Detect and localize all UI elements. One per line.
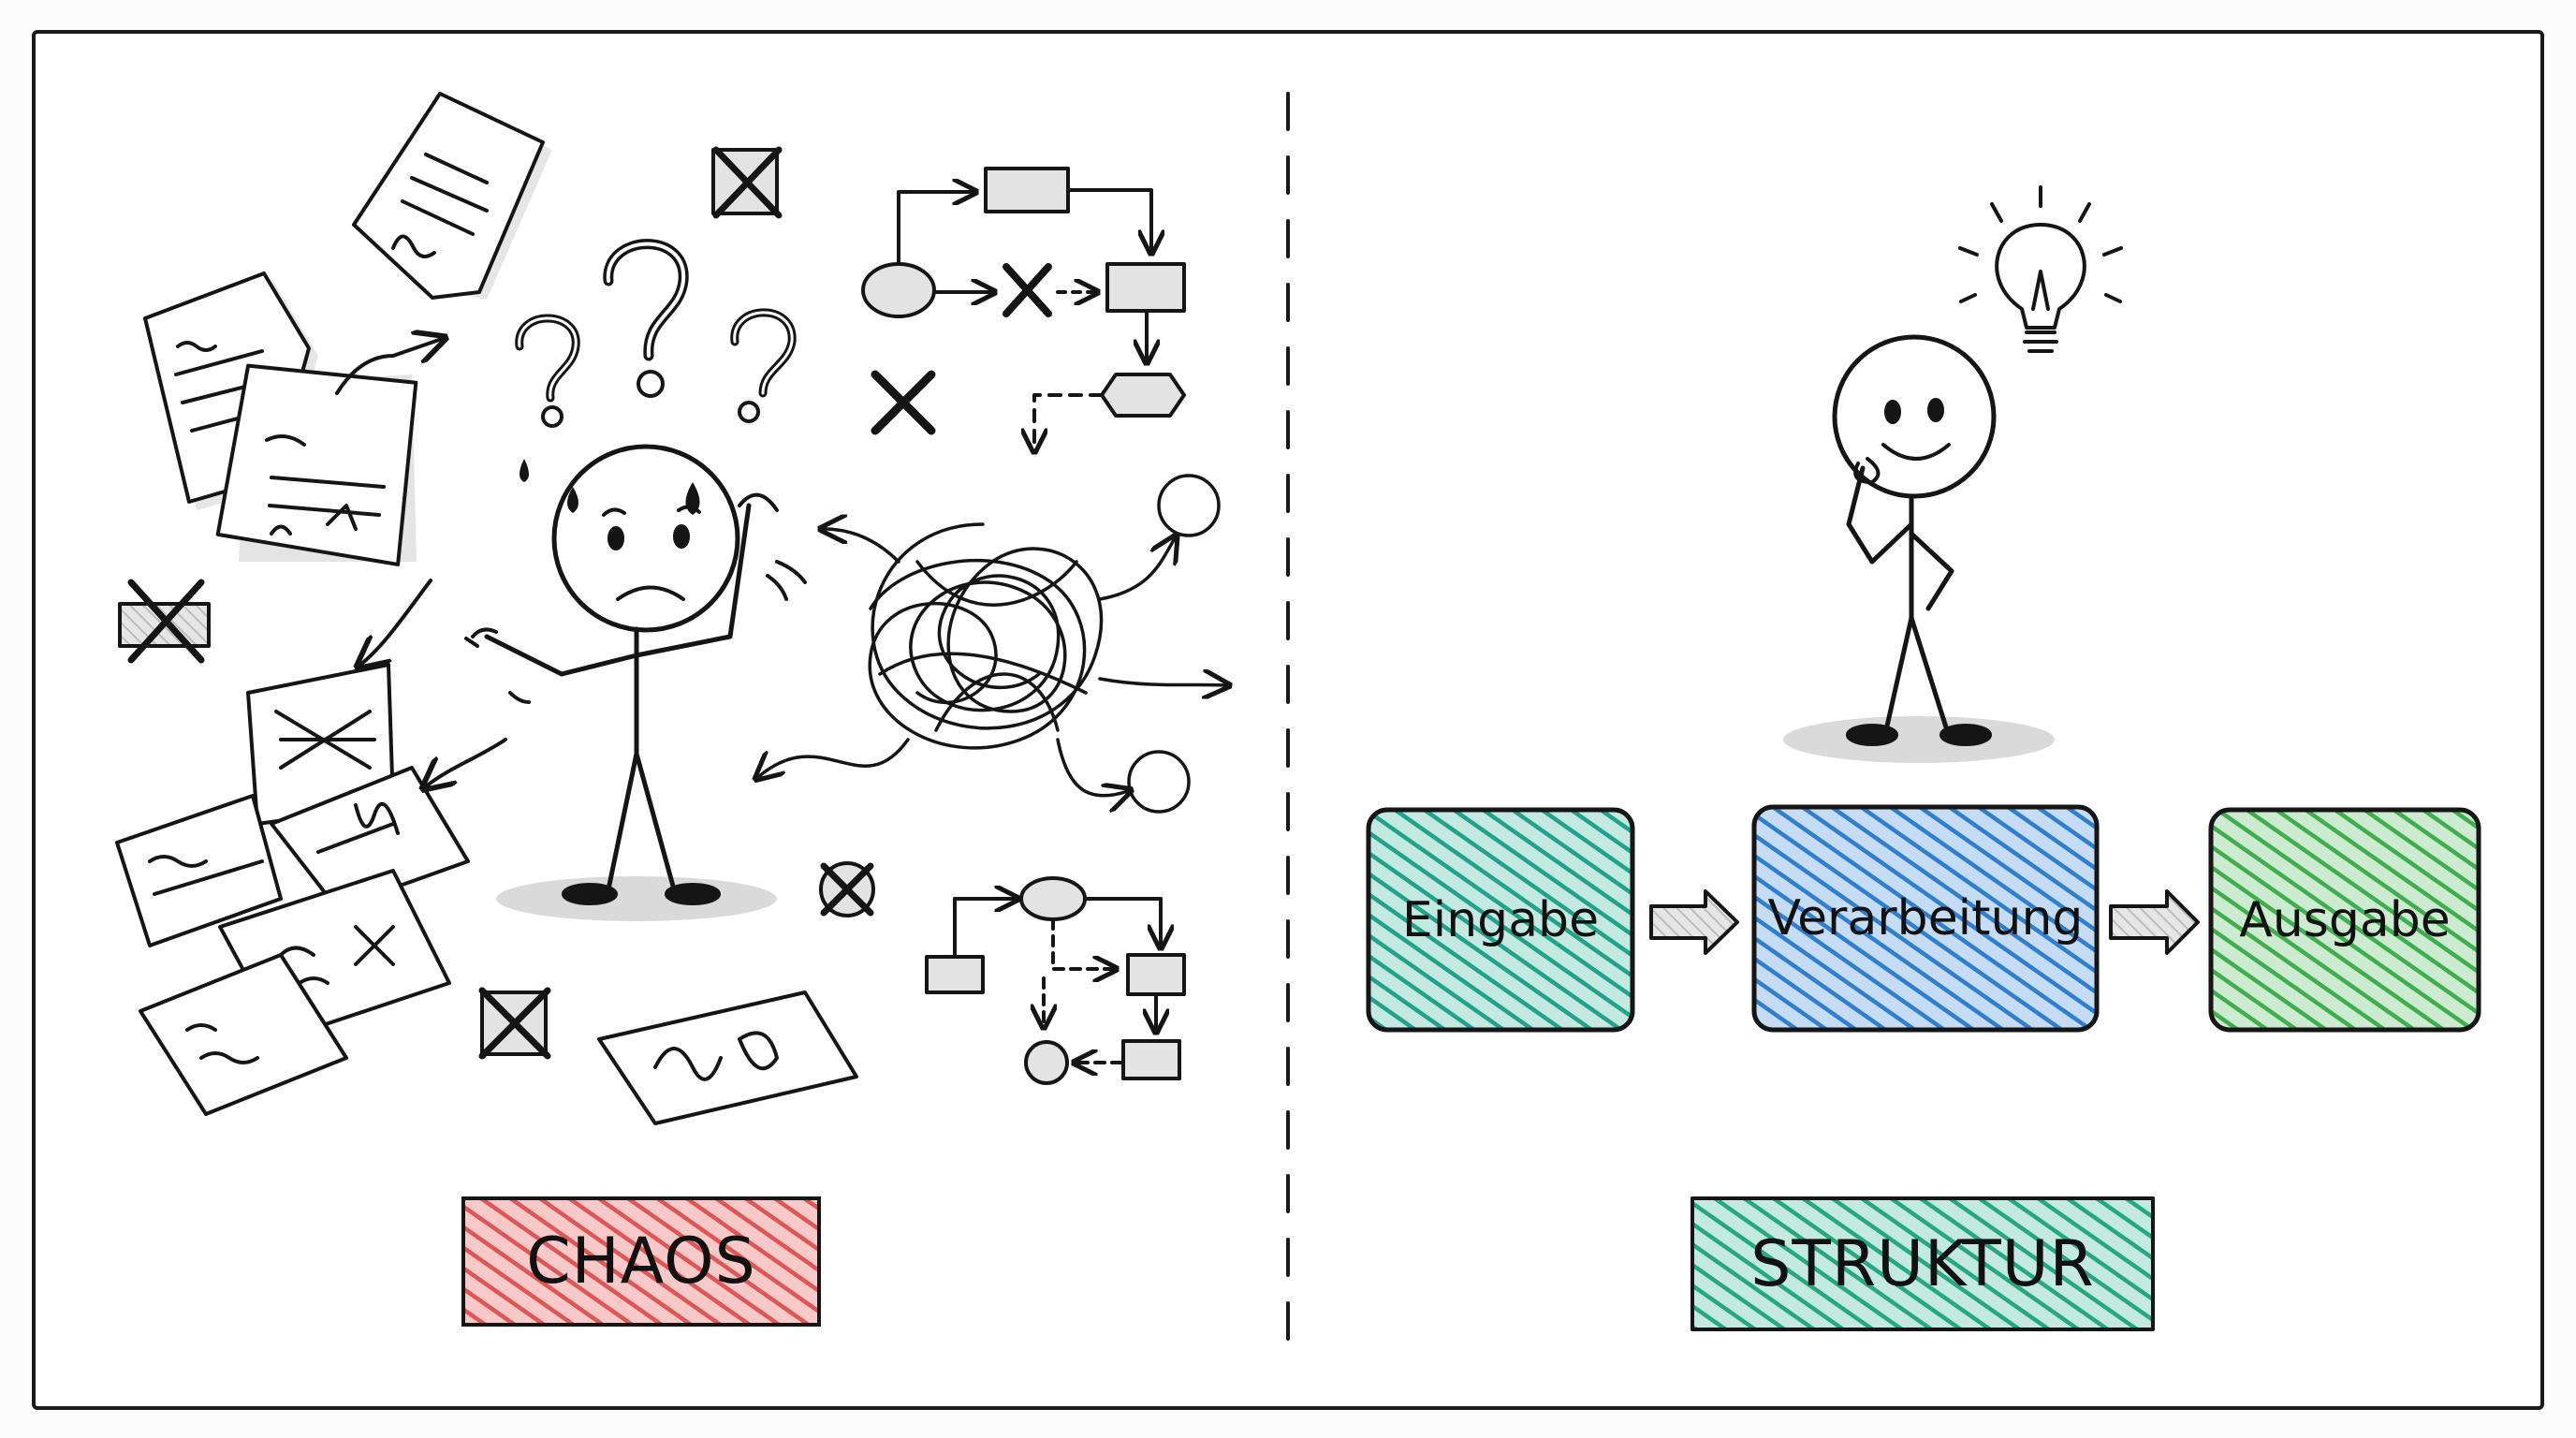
process-arrow-2 bbox=[2109, 889, 2200, 955]
document-icon-6 bbox=[270, 766, 470, 910]
tangled-knot-icon bbox=[758, 474, 1226, 814]
document-icon-3 bbox=[215, 339, 442, 566]
struktur-label: STRUKTUR bbox=[1750, 1226, 2095, 1301]
verarbeitung-label: Verarbeitung bbox=[1767, 890, 2084, 946]
question-mark-icon-2 bbox=[603, 239, 689, 398]
struktur-side bbox=[1366, 185, 2481, 1331]
document-icon-1 bbox=[352, 92, 552, 300]
question-mark-icon-3 bbox=[730, 308, 797, 423]
cross-mark-icon bbox=[871, 370, 936, 435]
ausgabe-label: Ausgabe bbox=[2239, 891, 2451, 948]
question-mark-icon-1 bbox=[515, 314, 580, 428]
process-arrow-1 bbox=[1649, 889, 1739, 955]
thinking-stick-figure bbox=[1783, 334, 2055, 763]
chaos-arrow-1 bbox=[360, 579, 432, 665]
eingabe-box bbox=[1366, 807, 1635, 1033]
ausgabe-box bbox=[2208, 807, 2481, 1033]
verarbeitung-box bbox=[1751, 804, 2100, 1033]
document-icon-9 bbox=[597, 990, 858, 1125]
chaos-side bbox=[115, 92, 1226, 1125]
crossed-box-icon-1 bbox=[711, 146, 783, 219]
document-icon-8 bbox=[139, 953, 348, 1116]
chaos-label-box bbox=[461, 1196, 821, 1327]
flowchart-fragment-bottom bbox=[925, 876, 1186, 1085]
chaos-label: CHAOS bbox=[526, 1225, 756, 1299]
confused-stick-figure bbox=[464, 444, 807, 921]
chaos-arrow-2 bbox=[426, 738, 507, 786]
document-icon-5 bbox=[115, 794, 283, 947]
crossed-circle-icon bbox=[819, 861, 875, 917]
eingabe-label: Eingabe bbox=[1401, 891, 1600, 948]
lightbulb-icon bbox=[1958, 185, 2123, 353]
crossed-box-icon-3 bbox=[478, 987, 551, 1060]
flowchart-fragment-top bbox=[861, 167, 1186, 449]
struktur-label-box bbox=[1690, 1196, 2155, 1331]
crossed-box-icon-2 bbox=[118, 579, 211, 664]
